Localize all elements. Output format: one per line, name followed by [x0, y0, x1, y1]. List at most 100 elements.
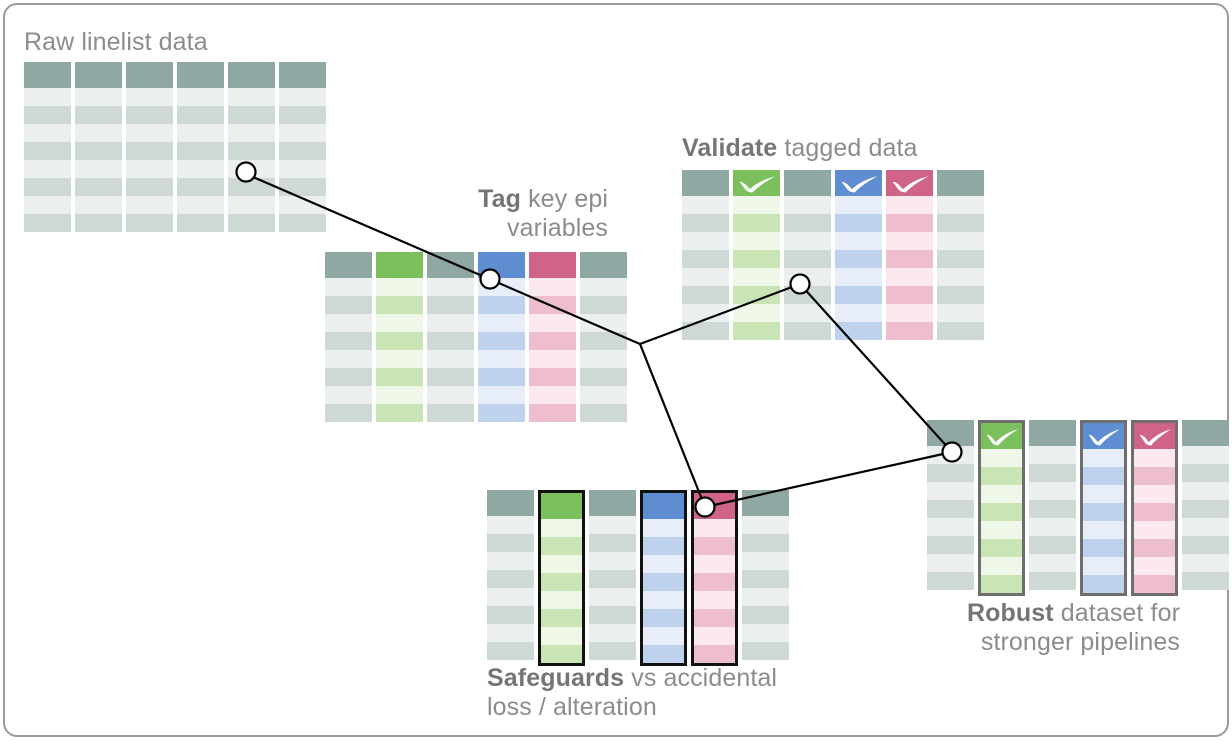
table-cell	[1029, 446, 1076, 464]
cap-tag: Tag key epi variables	[408, 185, 608, 243]
table-cell	[427, 296, 474, 314]
table-cell	[927, 518, 974, 536]
table-cell	[1134, 539, 1175, 557]
table-cell	[937, 196, 984, 214]
table-cell	[376, 332, 423, 350]
table-cell	[1029, 572, 1076, 590]
table-cell	[927, 482, 974, 500]
table-cell	[1134, 449, 1175, 467]
column-robust-2	[978, 420, 1025, 596]
column-header-raw-5	[228, 62, 275, 88]
table-cell	[927, 500, 974, 518]
table-cell	[1134, 467, 1175, 485]
column-header-validate-3	[784, 170, 831, 196]
table-cell	[742, 624, 789, 642]
table-cell	[694, 555, 735, 573]
table-cell	[126, 160, 173, 178]
column-validate-5	[886, 170, 933, 340]
table-cell	[177, 214, 224, 232]
table-cell	[427, 386, 474, 404]
table-cell	[228, 106, 275, 124]
table-cell	[427, 368, 474, 386]
table-cell	[279, 178, 326, 196]
table-cell	[541, 609, 582, 627]
node-raw[interactable]	[235, 161, 257, 183]
table-cell	[643, 555, 684, 573]
table-cell	[427, 278, 474, 296]
table-cell	[580, 296, 627, 314]
column-header-tag-2	[376, 252, 423, 278]
column-tag-1	[325, 252, 372, 422]
table-cell	[279, 196, 326, 214]
column-validate-2	[733, 170, 780, 340]
table-cell	[1182, 554, 1229, 572]
table-cell	[580, 386, 627, 404]
table-cell	[981, 449, 1022, 467]
table-cell	[75, 124, 122, 142]
table-cell	[589, 516, 636, 534]
column-raw-3	[126, 62, 173, 232]
table-cell	[279, 88, 326, 106]
table-cell	[376, 350, 423, 368]
table-cell	[784, 196, 831, 214]
table-cell	[643, 645, 684, 663]
table-cell	[694, 645, 735, 663]
column-robust-4	[1080, 420, 1127, 596]
table-cell	[1182, 446, 1229, 464]
column-validate-6	[937, 170, 984, 340]
table-cell	[643, 627, 684, 645]
table-cell	[835, 214, 882, 232]
table-cell	[733, 250, 780, 268]
table-cell	[580, 332, 627, 350]
cap-safeguards-emphasis: Safeguards	[487, 664, 625, 692]
table-cell	[75, 178, 122, 196]
table-cell	[1134, 503, 1175, 521]
column-raw-6	[279, 62, 326, 232]
table-cell	[24, 160, 71, 178]
table-cell	[279, 142, 326, 160]
table-cell	[1182, 482, 1229, 500]
table-cell	[228, 214, 275, 232]
table-cell	[682, 250, 729, 268]
table-cell	[937, 268, 984, 286]
column-header-raw-6	[279, 62, 326, 88]
column-header-robust-2	[981, 423, 1022, 449]
table-cell	[487, 552, 534, 570]
table-cell	[643, 591, 684, 609]
table-cell	[742, 552, 789, 570]
check-icon	[892, 176, 929, 193]
table-cell	[835, 250, 882, 268]
table-cell	[487, 642, 534, 660]
column-header-safeguards-4	[643, 493, 684, 519]
table-cell	[541, 519, 582, 537]
column-validate-4	[835, 170, 882, 340]
node-validate[interactable]	[789, 273, 811, 295]
node-robust[interactable]	[941, 441, 963, 463]
table-cell	[177, 88, 224, 106]
cap-validate-text: tagged data	[777, 134, 918, 162]
table-cell	[279, 214, 326, 232]
table-cell	[427, 332, 474, 350]
table-cell	[487, 588, 534, 606]
table-cell	[1182, 572, 1229, 590]
node-safeguards[interactable]	[694, 496, 716, 518]
table-cell	[1029, 500, 1076, 518]
table-cell	[1083, 557, 1124, 575]
table-cell	[376, 314, 423, 332]
node-tag[interactable]	[479, 268, 501, 290]
column-header-safeguards-2	[541, 493, 582, 519]
table-cell	[228, 196, 275, 214]
table-cell	[427, 350, 474, 368]
column-robust-5	[1131, 420, 1178, 596]
column-header-raw-4	[177, 62, 224, 88]
table-cell	[1182, 536, 1229, 554]
check-icon	[841, 176, 878, 193]
table-cell	[24, 214, 71, 232]
table-cell	[733, 304, 780, 322]
table-cell	[643, 537, 684, 555]
column-safeguards-4	[640, 490, 687, 666]
table-cell	[580, 368, 627, 386]
table-cell	[325, 314, 372, 332]
table-cell	[784, 232, 831, 250]
table-cell	[937, 286, 984, 304]
